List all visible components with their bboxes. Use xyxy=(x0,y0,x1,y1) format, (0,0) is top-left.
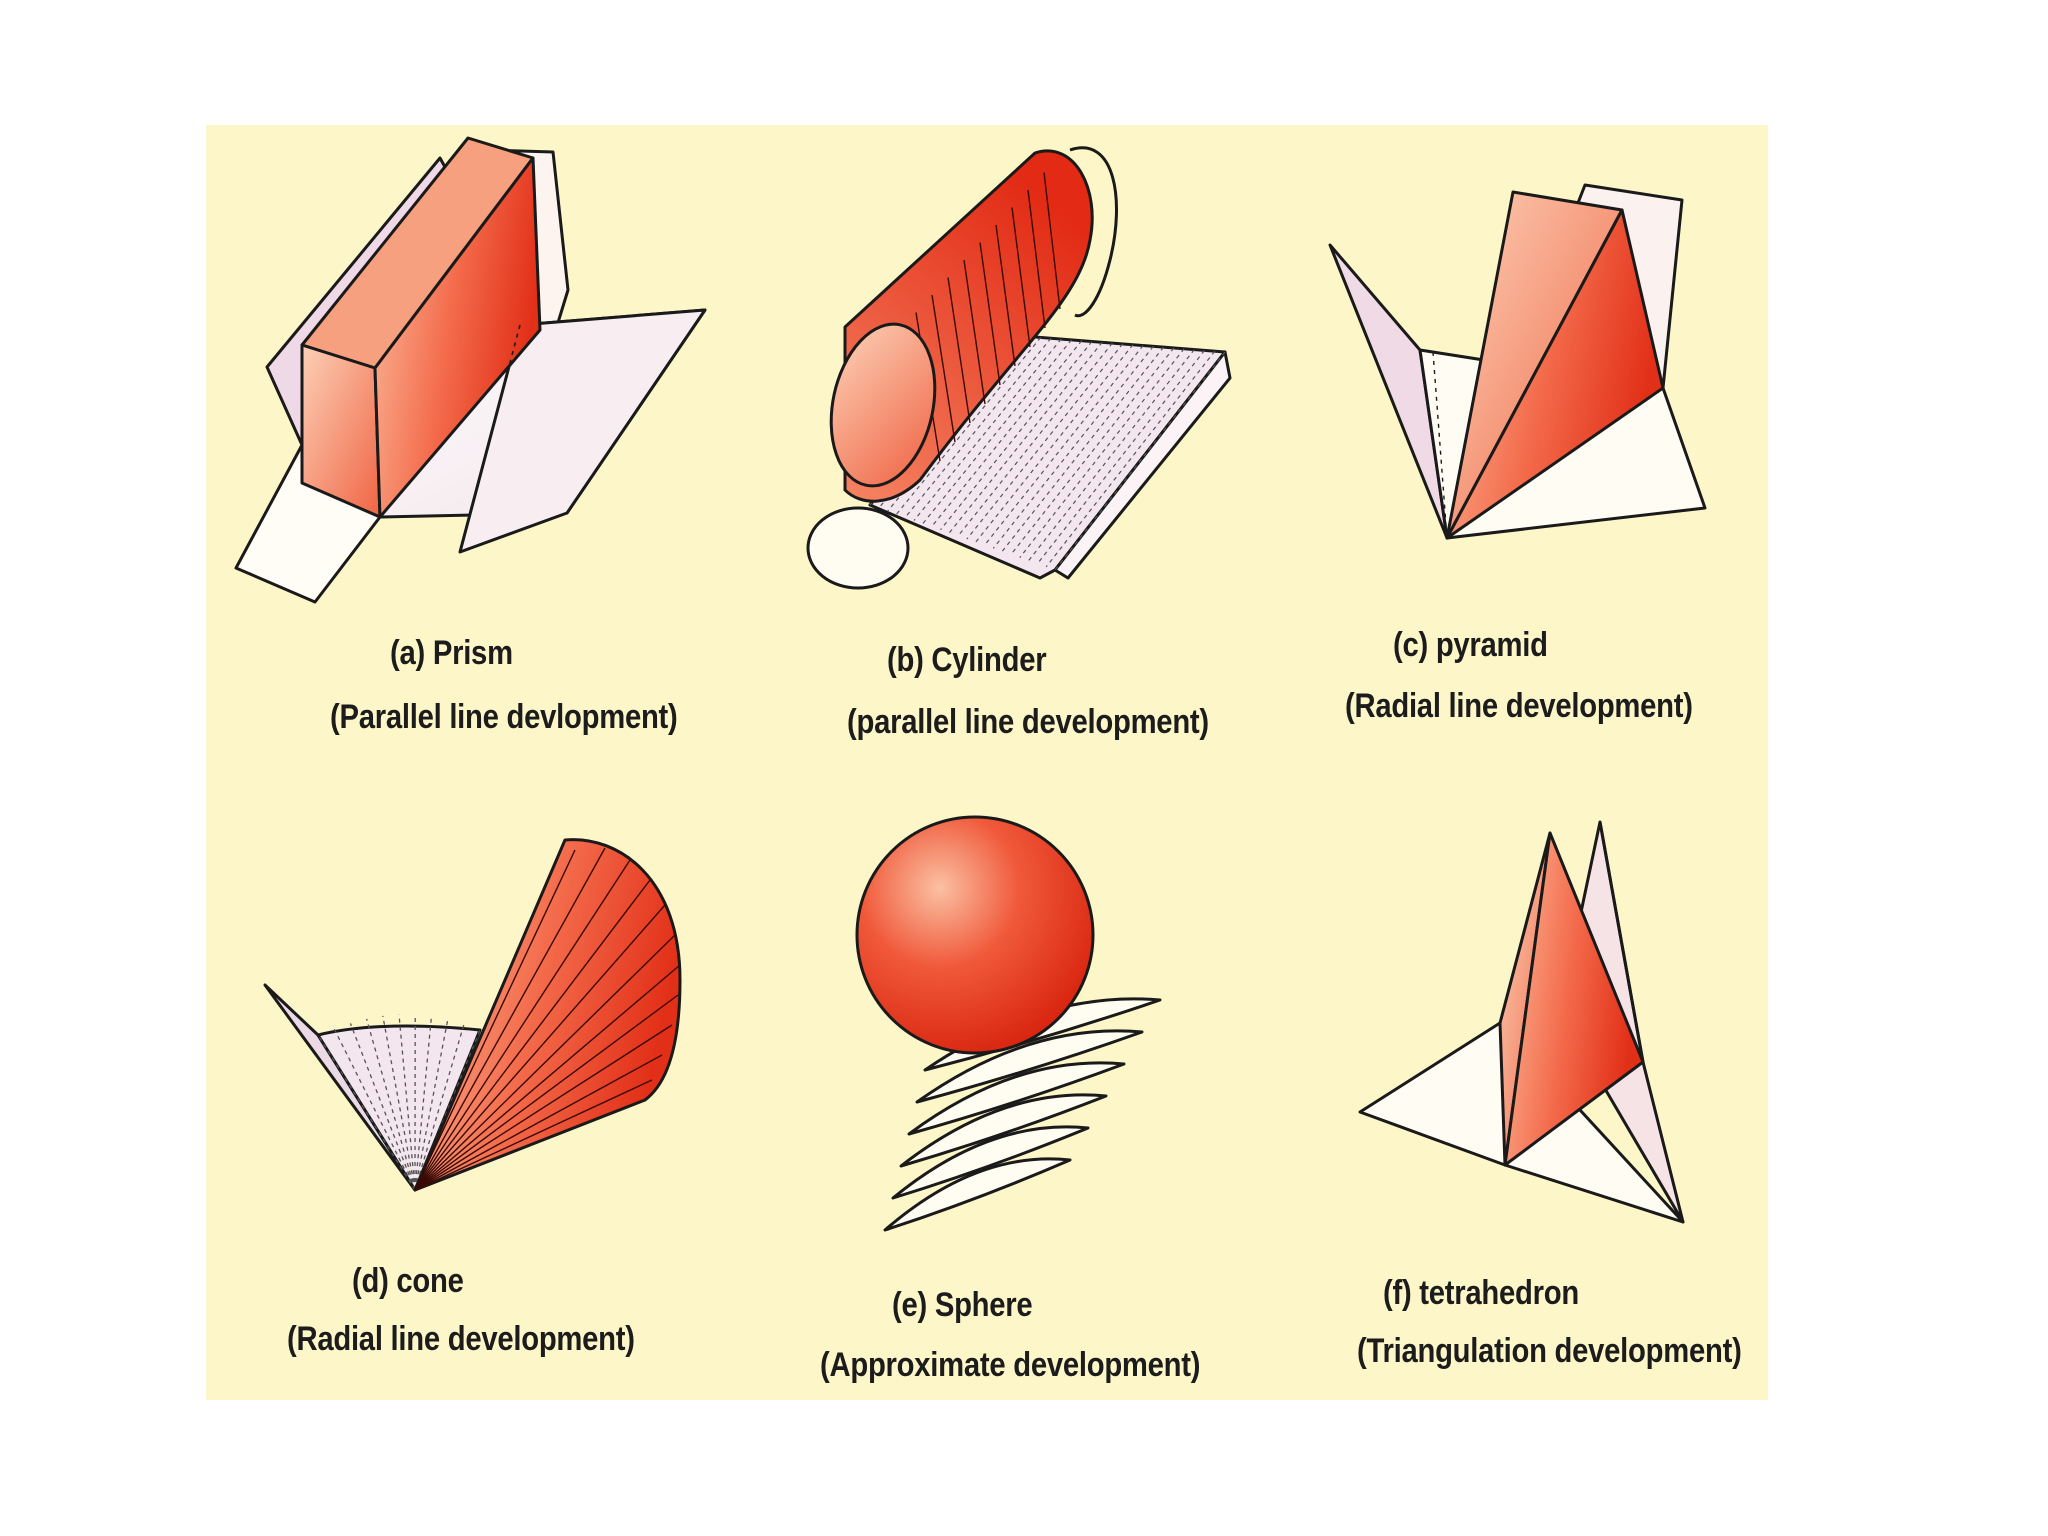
cylinder-bottom-circle xyxy=(806,506,910,590)
pyramid-figure xyxy=(1328,183,1707,540)
cone-element-line xyxy=(414,964,681,1191)
cone-figure xyxy=(263,838,682,1192)
cone-dashed-element xyxy=(333,1028,416,1191)
tetrahedron-method: (Triangulation development) xyxy=(1357,1332,1742,1370)
cylinder-hatch-line xyxy=(1001,346,1165,552)
cylinder-element-line xyxy=(1043,172,1061,310)
pyramid-label: (c) pyramid xyxy=(1393,626,1548,664)
cylinder-hatch-line xyxy=(948,341,1103,534)
tetrahedron-right-face xyxy=(1503,831,1645,1167)
cone-dashed-element xyxy=(414,1016,433,1191)
prism-method: (Parallel line devlopment) xyxy=(330,698,678,736)
cylinder-hatch-line xyxy=(1010,347,1175,555)
prism-label: (a) Prism xyxy=(390,634,513,672)
cone-element-line xyxy=(414,859,631,1191)
cylinder-element-line xyxy=(931,294,956,443)
sphere-gore xyxy=(915,1029,1144,1104)
cylinder-element-line xyxy=(1011,207,1031,348)
cylinder-hatch-line xyxy=(984,345,1144,546)
cone-dashed-element xyxy=(398,1014,416,1191)
cylinder-hatch-line xyxy=(1045,350,1216,568)
cylinder-hatch-line xyxy=(975,344,1134,543)
cylinder-method: (parallel line development) xyxy=(847,703,1209,741)
sphere-label: (e) Sphere xyxy=(892,1286,1033,1324)
cone-label: (d) cone xyxy=(352,1262,464,1300)
cylinder-hatch-line xyxy=(940,341,1093,531)
cone-dashed-element xyxy=(382,1015,416,1191)
cone-element-line xyxy=(414,847,606,1191)
cone-radial-sheet xyxy=(316,1024,482,1192)
cone-element-line xyxy=(414,1054,663,1191)
prism-figure xyxy=(234,136,707,604)
cylinder-hatch-line xyxy=(957,342,1113,537)
cone-dashed-element xyxy=(317,1034,416,1191)
cone-element-line xyxy=(414,1024,673,1191)
cone-element-line xyxy=(414,904,666,1191)
cylinder-end-face xyxy=(829,322,937,488)
cylinder-hatch-line xyxy=(904,337,1052,518)
sphere-body xyxy=(855,815,1095,1055)
sphere-gore xyxy=(891,1125,1090,1200)
sphere-method: (Approximate development) xyxy=(820,1346,1201,1384)
cylinder-label: (b) Cylinder xyxy=(887,641,1047,679)
cone-element-line xyxy=(414,1079,653,1191)
cylinder-element-line xyxy=(963,259,986,405)
cylinder-hatch-line xyxy=(895,337,1042,515)
cylinder-element-line xyxy=(947,277,971,424)
cylinder-element-line xyxy=(1027,189,1046,329)
cylinder-top-circle xyxy=(1069,146,1119,318)
prism-side-face xyxy=(373,156,542,519)
cone-element-line xyxy=(414,994,679,1191)
cone-dashed-element xyxy=(349,1023,416,1191)
cone-method: (Radial line development) xyxy=(287,1320,635,1358)
tetrahedron-label: (f) tetrahedron xyxy=(1383,1274,1579,1312)
cone-element-line xyxy=(414,849,576,1191)
cone-dashed-element xyxy=(365,1018,416,1191)
sphere-gore xyxy=(883,1157,1072,1232)
cylinder-figure xyxy=(806,146,1232,590)
cylinder-hatch-line xyxy=(966,343,1124,540)
pyramid-right-face xyxy=(1445,208,1665,540)
tetrahedron-figure xyxy=(1358,820,1685,1224)
cylinder-element-line xyxy=(979,242,1001,386)
cylinder-element-line xyxy=(995,224,1016,367)
cylinder-hatch-line xyxy=(913,338,1062,521)
sphere-gore xyxy=(899,1093,1108,1168)
cylinder-hatch-line xyxy=(1036,350,1205,565)
sphere-gore xyxy=(907,1061,1126,1136)
cone-element-line xyxy=(414,879,651,1191)
cone-element-line xyxy=(414,934,676,1191)
cylinder-hatch-line xyxy=(992,345,1154,549)
cylinder-hatch-line xyxy=(1054,351,1226,571)
pyramid-method: (Radial line development) xyxy=(1345,687,1693,725)
sphere-figure xyxy=(855,815,1162,1232)
